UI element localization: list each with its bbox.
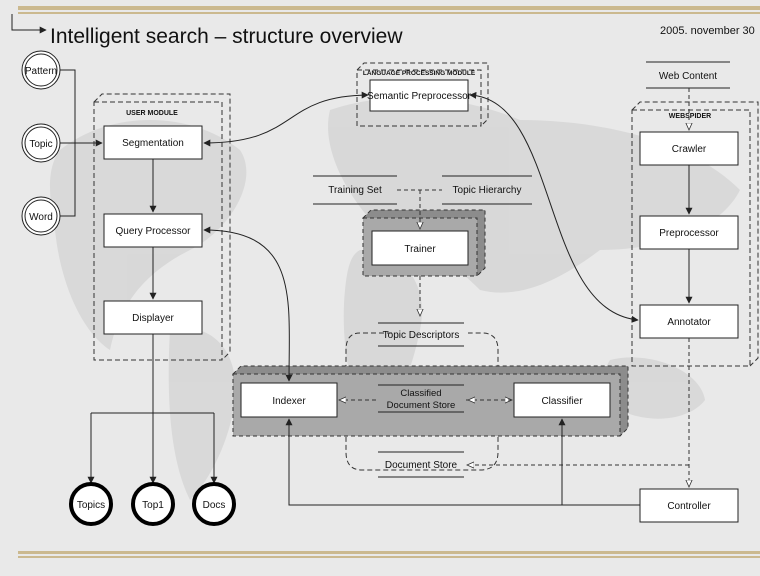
user-module-label: User module — [126, 110, 178, 117]
input-word: Word — [21, 196, 61, 236]
query-processor-label: Query Processor — [115, 226, 191, 237]
segmentation-box: Segmentation — [103, 125, 203, 160]
crawler-label: Crawler — [672, 144, 707, 155]
classifier-box: Classifier — [513, 382, 611, 418]
crawler-box: Crawler — [639, 131, 739, 166]
classifier-label: Classifier — [541, 396, 583, 407]
semantic-preprocessor-label: Semantic Preprocessor — [367, 91, 472, 102]
displayer-box: Displayer — [103, 300, 203, 335]
input-pattern: Pattern — [21, 50, 61, 90]
annotator-box: Annotator — [639, 304, 739, 339]
language-module-label: Language processing module — [363, 70, 476, 77]
input-topic-label: Topic — [29, 139, 52, 150]
classified-store-label-line1: Classified — [400, 388, 441, 399]
input-pattern-label: Pattern — [25, 66, 57, 77]
output-topics: Topics — [69, 482, 113, 526]
title-arrow-icon — [11, 14, 47, 34]
indexer-box: Indexer — [240, 382, 338, 418]
webspider-label: Webspider — [669, 113, 711, 120]
training-set-store: Training Set — [313, 175, 397, 205]
semantic-preprocessor-box: Semantic Preprocessor — [367, 79, 472, 112]
slide-title: Intelligent search – structure overview — [50, 25, 403, 48]
document-store-label: Document Store — [385, 460, 458, 471]
slide-date: 2005. november 30 — [660, 25, 755, 37]
header-rules — [18, 6, 760, 558]
web-content-label: Web Content — [659, 71, 717, 82]
classified-store-label-line2: Document Store — [387, 400, 456, 411]
preprocessor-box: Preprocessor — [639, 215, 739, 250]
output-top1-label: Top1 — [142, 500, 164, 511]
output-topics-label: Topics — [77, 500, 105, 511]
topic-descriptors-label: Topic Descriptors — [383, 330, 460, 341]
stores-boundary — [345, 332, 499, 471]
topic-descriptors-store: Topic Descriptors — [378, 322, 464, 347]
output-docs-label: Docs — [203, 500, 226, 511]
input-connectors — [60, 69, 103, 217]
document-store: Document Store — [378, 451, 464, 478]
controller-box: Controller — [639, 488, 739, 523]
segmentation-label: Segmentation — [122, 138, 184, 149]
training-arrows — [397, 189, 442, 316]
web-content-store: Web Content — [646, 61, 730, 89]
preprocessor-label: Preprocessor — [659, 228, 719, 239]
indexer-label: Indexer — [272, 396, 306, 407]
output-docs: Docs — [192, 482, 236, 526]
training-set-label: Training Set — [328, 185, 382, 196]
controller-arrows — [285, 338, 689, 506]
controller-label: Controller — [667, 501, 711, 512]
query-processor-box: Query Processor — [103, 213, 203, 248]
displayer-label: Displayer — [132, 313, 174, 324]
annotator-label: Annotator — [667, 317, 711, 328]
output-tree — [87, 334, 218, 484]
trainer-panel: Trainer — [362, 209, 486, 277]
classified-document-store: Classified Document Store — [378, 384, 464, 413]
output-top1: Top1 — [131, 482, 175, 526]
topic-hierarchy-label: Topic Hierarchy — [453, 185, 522, 196]
input-topic: Topic — [21, 123, 61, 163]
trainer-label: Trainer — [404, 244, 436, 255]
input-word-label: Word — [29, 212, 53, 223]
curved-connectors — [203, 91, 639, 382]
